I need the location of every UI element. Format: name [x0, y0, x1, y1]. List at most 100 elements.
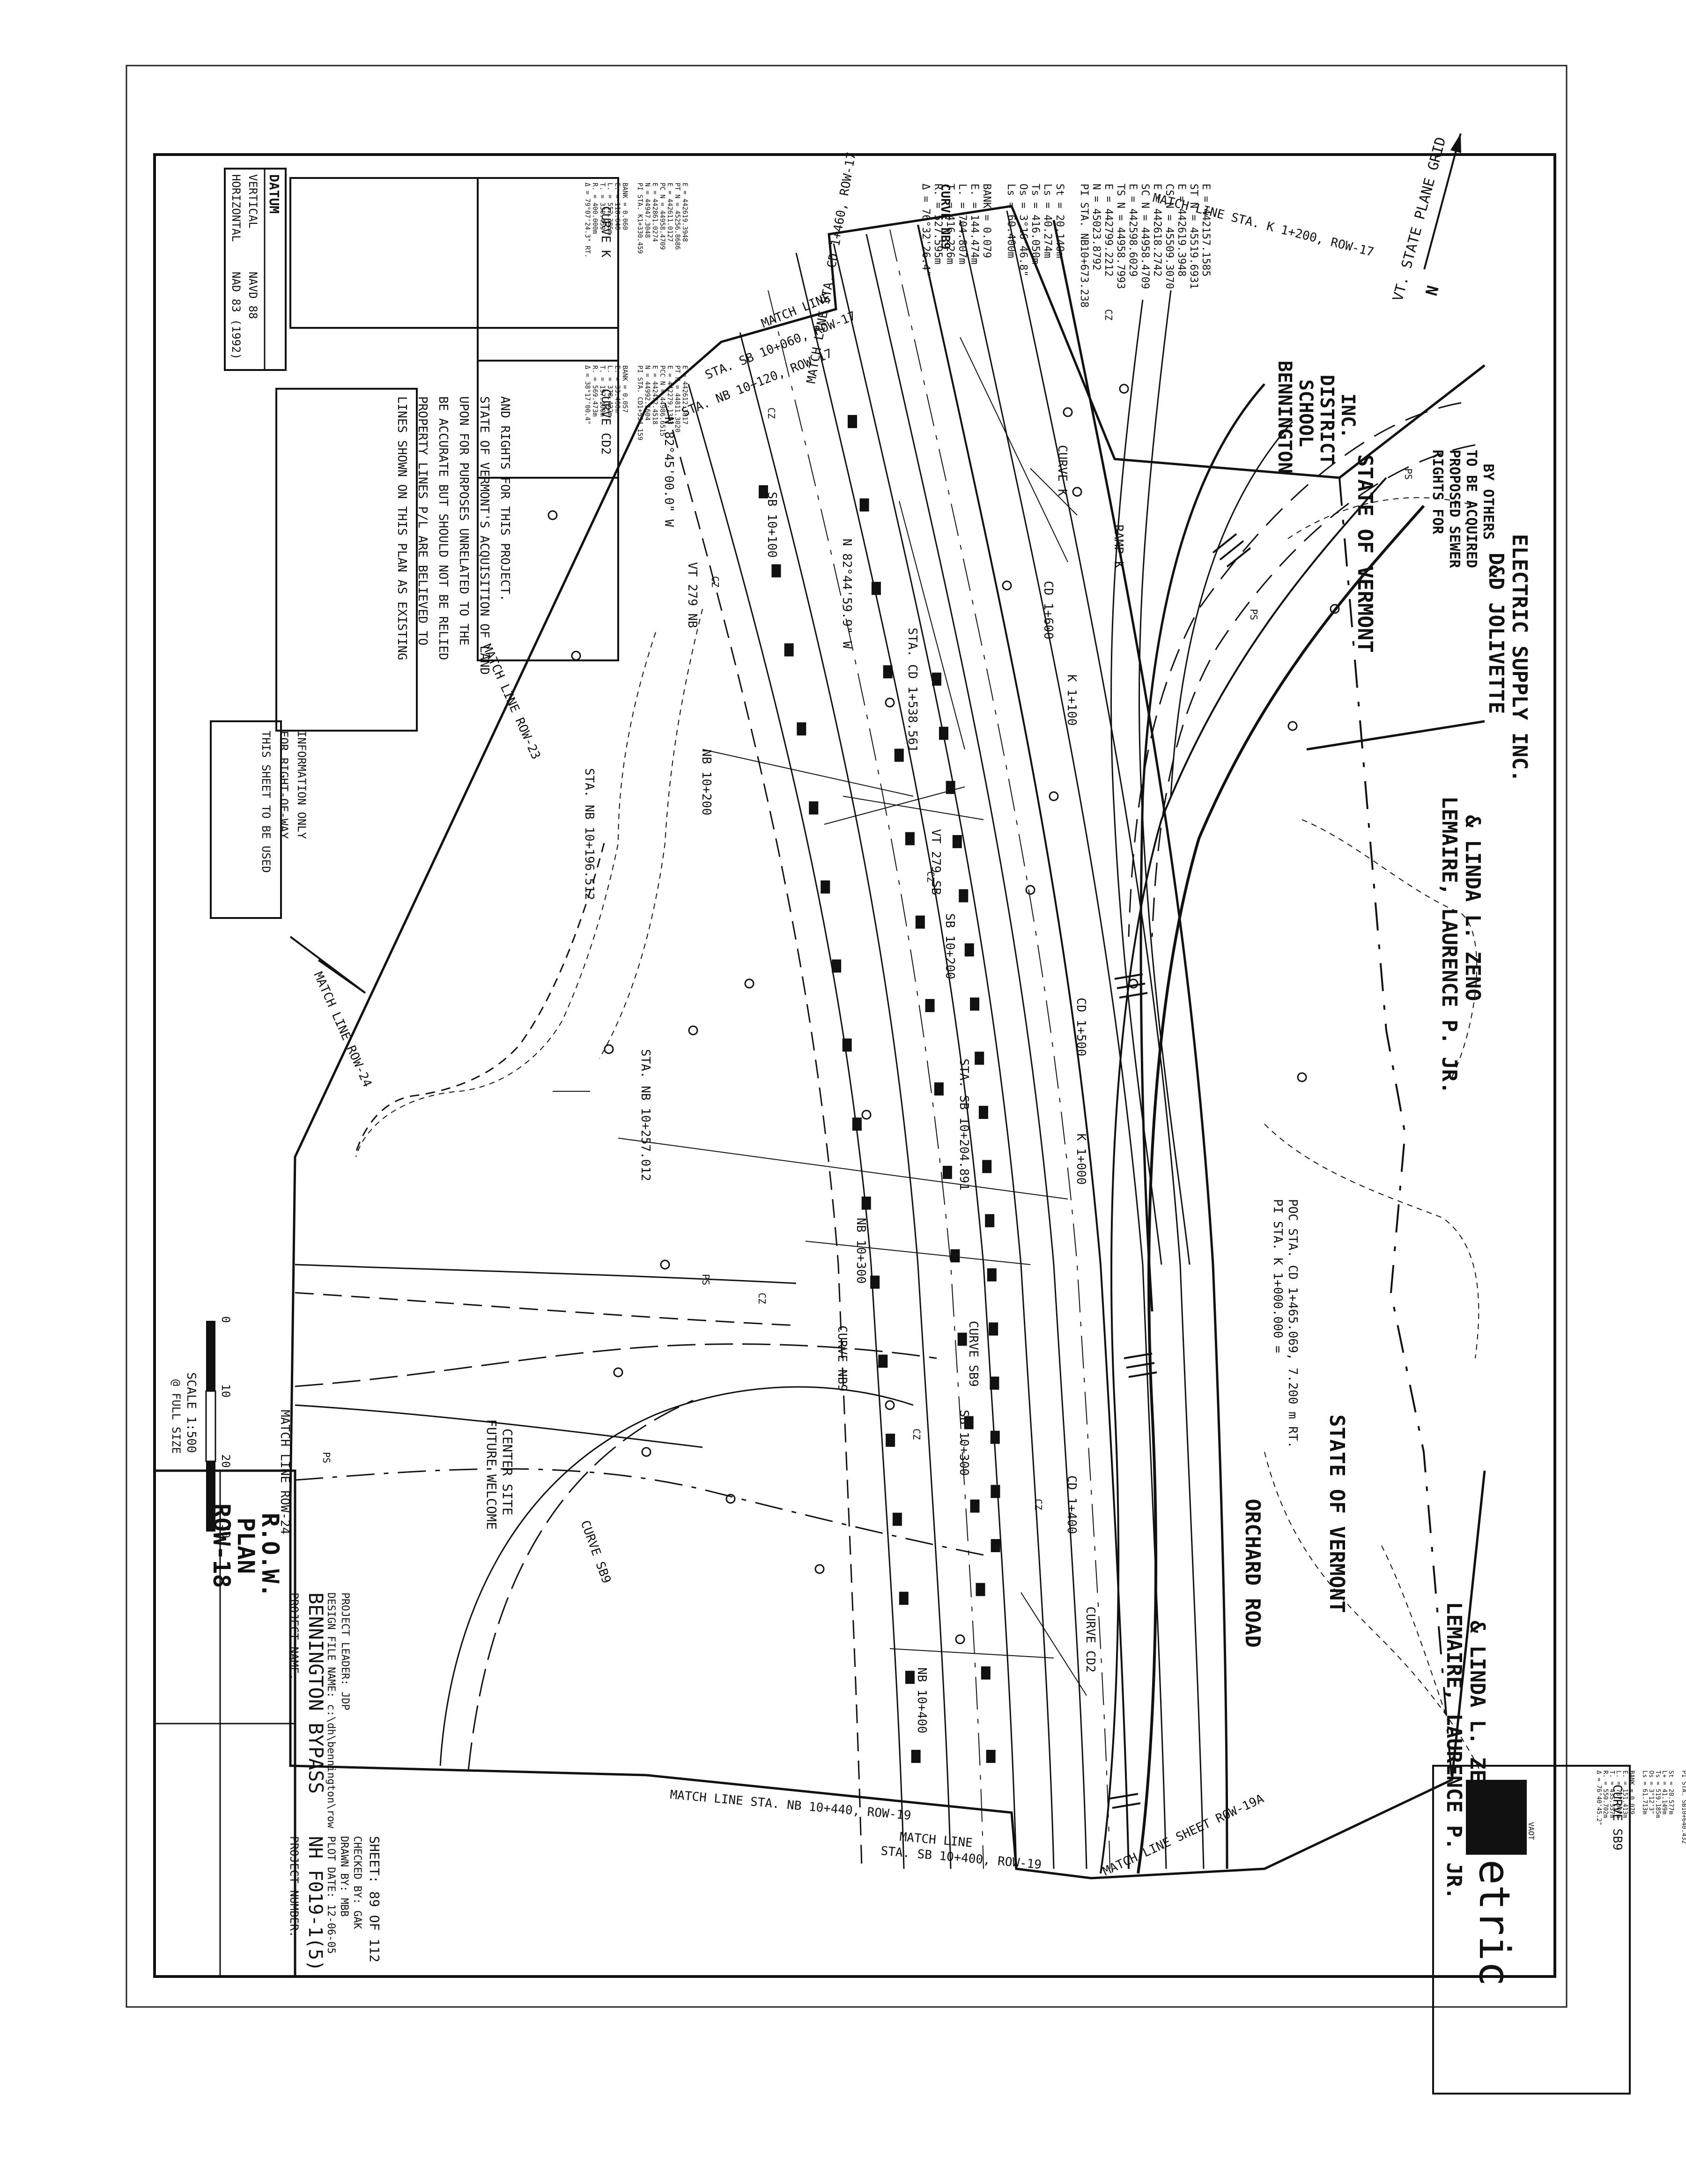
row-marker-28: [957, 1333, 967, 1346]
survey-point-7: [613, 1367, 623, 1377]
cz-label-2: CZ: [710, 576, 721, 587]
row-marker-20: [883, 665, 893, 679]
jolivette-label-2: ELECTRIC SUPPLY INC.: [1508, 534, 1531, 782]
survey-point-20: [1297, 1072, 1307, 1082]
project-name-label: PROJECT NAME:: [288, 1592, 301, 1681]
cz-label-7: CZ: [1103, 309, 1114, 320]
curve-nb9-line-2: T. = 416.226m: [944, 184, 956, 264]
curve-nb9-line-19: E = 442618.2742: [1151, 184, 1163, 277]
survey-point-10: [1025, 885, 1035, 895]
cz-label-3: CZ: [925, 871, 936, 882]
curve-nb9-line-16: TS N = 44958.7993: [1115, 184, 1126, 289]
datum-frame: [224, 168, 287, 371]
survey-point-6: [660, 1259, 670, 1270]
label-ramp-k: RAMP K: [1111, 525, 1125, 569]
row-marker-14: [899, 1592, 909, 1605]
curve-nb9-line-21: E = 442619.3948: [1176, 184, 1187, 277]
datum-vertical-value: NAVD 88: [246, 272, 259, 319]
row-marker-42: [978, 1106, 988, 1119]
curve-nb9-line-18: SC N = 44958.4709: [1139, 184, 1151, 289]
row-marker-36: [946, 781, 955, 794]
curve-k-line-12: PT N = 45256.8686: [673, 183, 681, 250]
survey-point-12: [1002, 580, 1012, 591]
curve-cd2-line-7: PI STA. CD1+554.159: [636, 365, 643, 440]
row-marker-15: [905, 1671, 915, 1684]
scale-seg-2: [205, 1390, 216, 1462]
label-curve-nb9: CURVE NB9: [835, 1325, 849, 1392]
curve-nb9-frame: [289, 177, 619, 329]
ps-label-1: PS: [1248, 609, 1259, 620]
survey-point-2: [885, 697, 895, 708]
row-marker-50: [991, 1539, 1000, 1552]
poc-line-2: POC STA. CD 1+465.069, 7.200 m RT.: [1286, 1199, 1300, 1448]
curve-cd2-line-2: T. = 197.100m: [599, 365, 606, 417]
row-only-note-line-2: INFORMATION ONLY: [295, 731, 308, 839]
row-only-note-line-1: FOR RIGHT-OF-WAY: [277, 731, 290, 839]
row-marker-30: [970, 1499, 980, 1513]
curve-cd2-line-8: N = 44992.1604: [643, 365, 651, 421]
row-marker-27: [950, 1249, 960, 1263]
existing-limits: [355, 497, 1480, 1771]
plot-date: PLOT DATE: 12-06-05: [325, 1836, 337, 1954]
survey-ties: [553, 337, 1087, 1696]
row-marker-7: [842, 1038, 852, 1052]
survey-point-17: [641, 1447, 651, 1457]
row-marker-41: [975, 1051, 984, 1065]
label-curve-sb9: CURVE SB9: [966, 1321, 980, 1387]
curve-nb9-line-14: N = 45023.8792: [1090, 184, 1102, 270]
scale-tick-0: 0: [219, 1316, 232, 1323]
cz-label-1: CZ: [766, 407, 777, 419]
curve-cd2-line-10: PCC N = 44986.6515: [658, 365, 666, 437]
scale-tick-30: 30: [219, 1525, 232, 1538]
curve-nb9-line-22: ST N = 45519.6931: [1188, 184, 1199, 289]
property-line-east: [1338, 477, 1453, 1780]
curve-sb9-line-5: BANK = 0.079: [1628, 1770, 1635, 1814]
match-line-row24-b: MATCH LINE ROW-24: [278, 1410, 292, 1534]
label-curve-cd2: CURVE CD2: [1083, 1607, 1097, 1673]
metric-logo-mark: M: [1461, 1789, 1532, 1826]
project-name: BENNINGTON BYPASS: [304, 1592, 327, 1794]
sta-cd: STA. CD 1+538.561: [905, 628, 919, 752]
curve-k-line-13: E = 442619.3948: [681, 183, 688, 242]
datum-box: DATUM VERTICAL NAVD 88 HORIZONTAL NAD 83…: [224, 168, 287, 371]
welcome-center-1: FUTURE WELCOME: [484, 1419, 499, 1530]
property-note-frame: [275, 388, 418, 732]
curve-cd2-line-5: BANK = 0.057: [621, 365, 629, 413]
curve-nb9-line-3: L. = 704.807m: [956, 184, 968, 264]
row-marker-25: [934, 1082, 944, 1096]
school-label-3: DISTRICT: [1316, 375, 1338, 465]
row-marker-45: [987, 1268, 997, 1281]
row-marker-3: [797, 722, 806, 736]
sewer-rights-3: TO BE ACQUIRED: [1463, 450, 1479, 568]
north-arrow-line: [1423, 133, 1462, 270]
bearing-2: N 82°44'59.9" W: [840, 539, 854, 649]
curve-sb9-line-0: Δ = 76°40'45.2": [1595, 1770, 1602, 1825]
utility-labels: CZ CZ CZ CZ CZ CZ CZ PS PS PS PS: [321, 309, 1414, 1510]
curve-k-line-4: E. = 118.648: [614, 183, 621, 230]
property-note-line-0: LINES SHOWN ON THIS PLAN AS EXISTING: [395, 396, 409, 660]
inner-border: [153, 153, 1556, 1978]
scale-seg-1: [206, 1321, 215, 1391]
curve-k-line-11: E = 442611.0127: [666, 183, 673, 242]
row-marker-21: [894, 748, 904, 762]
north-arrow-head: [1450, 133, 1462, 153]
owner-labels: BENNINGTON SCHOOL DISTRICT INC. RIGHTS F…: [484, 361, 1531, 1900]
row-marker-13: [892, 1512, 902, 1526]
ramp-k-curves: [1110, 290, 1476, 1312]
survey-point-14: [1128, 978, 1139, 989]
survey-point-22: [1063, 407, 1073, 417]
row-marker-9: [861, 1196, 871, 1210]
lemaire-bottom-1: LEMAIRE, LAURENCE P. JR.: [1442, 1602, 1466, 1900]
curve-k-line-0: Δ = 79°07'24.3" RT.: [584, 183, 591, 258]
scale-tick-10: 10: [219, 1384, 232, 1398]
welcome-area-curves: [295, 1264, 984, 1771]
survey-point-13: [1072, 487, 1082, 497]
sheet-number: SHEET: 89 OF 112: [367, 1836, 382, 1962]
